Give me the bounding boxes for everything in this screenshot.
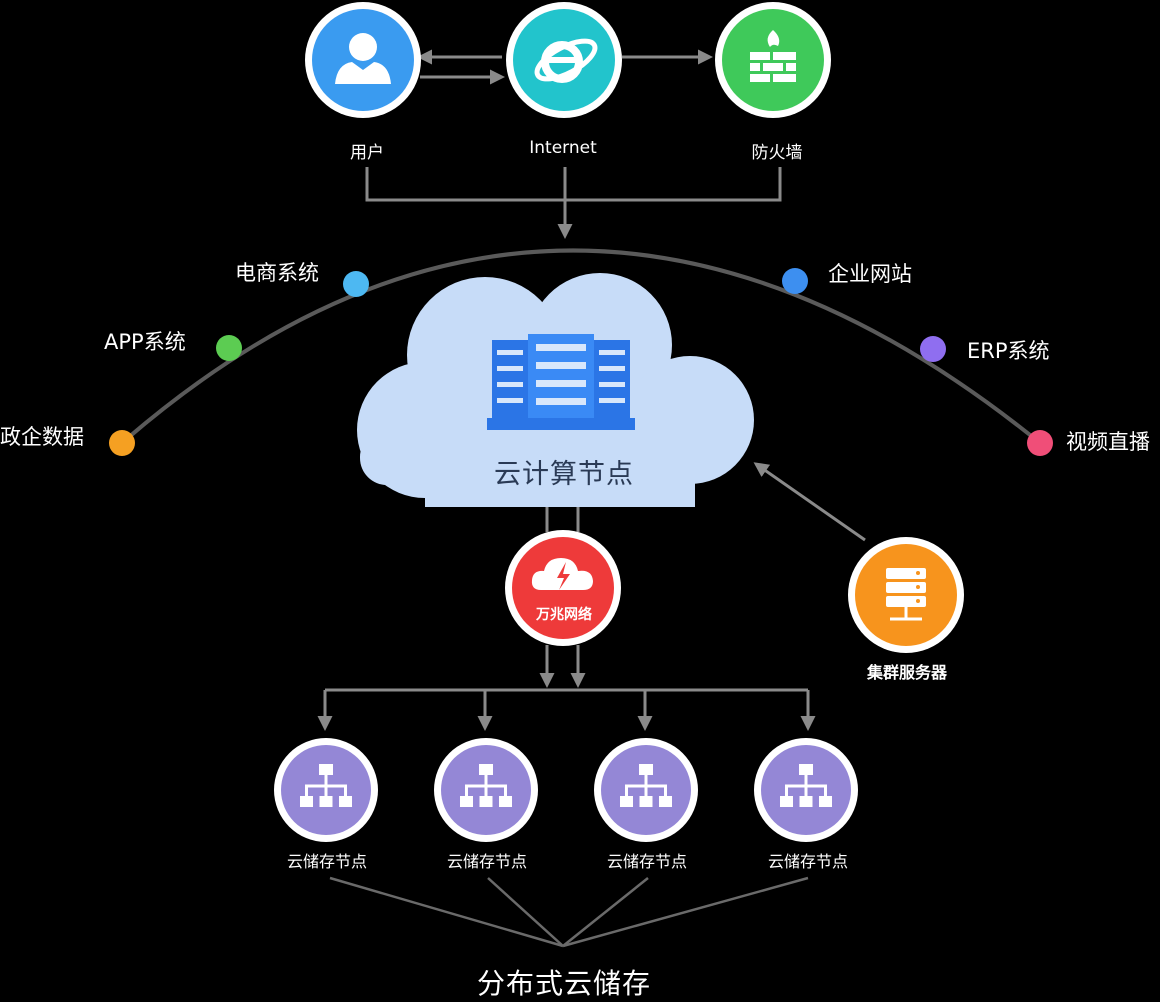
hierarchy-icon [780, 764, 832, 807]
storage-label-2: 云储存节点 [446, 852, 528, 871]
gov-data-label: 政企数据 [0, 425, 84, 449]
internet-node [506, 2, 622, 118]
storage-merge-lines [329, 876, 809, 948]
arc-dot-app [216, 335, 242, 361]
firewall-node [715, 2, 831, 118]
server-rack-icon [487, 334, 635, 430]
arc-dot-website [782, 268, 808, 294]
top-connectors [365, 49, 782, 239]
distributed-storage-title: 分布式云储存 [476, 967, 652, 1000]
lightning-cloud-icon [531, 558, 593, 590]
arc-dot-ecommerce [343, 271, 369, 297]
storage-node-2 [434, 738, 538, 842]
cloud-node [357, 273, 754, 507]
arc-dot-live-video [1027, 430, 1053, 456]
storage-nodes [274, 738, 858, 842]
storage-label-1: 云储存节点 [286, 852, 368, 871]
website-label: 企业网站 [828, 262, 912, 286]
storage-node-1 [274, 738, 378, 842]
ecommerce-label: 电商系统 [235, 261, 319, 285]
service-arc [120, 248, 1042, 445]
arc-dot-gov-data [109, 430, 135, 456]
storage-label-4: 云储存节点 [767, 852, 849, 871]
cluster-label: 集群服务器 [866, 663, 948, 682]
internet-label: Internet [529, 138, 597, 158]
cluster-server-node [848, 537, 964, 653]
live-video-label: 视频直播 [1066, 430, 1150, 454]
storage-node-3 [594, 738, 698, 842]
user-icon [335, 33, 391, 84]
hierarchy-icon [620, 764, 672, 807]
arc-dot-erp [920, 336, 946, 362]
hierarchy-icon [460, 764, 512, 807]
user-node [305, 2, 421, 118]
hierarchy-icon [300, 764, 352, 807]
user-label: 用户 [350, 143, 384, 163]
network-label: 万兆网络 [536, 607, 592, 623]
lower-connectors [317, 462, 866, 731]
firewall-label: 防火墙 [751, 143, 803, 163]
app-system-label: APP系统 [104, 330, 186, 354]
network-node [505, 530, 621, 646]
server-icon [886, 568, 926, 621]
internet-explorer-icon [534, 38, 598, 83]
cloud-title: 云计算节点 [494, 459, 634, 490]
erp-label: ERP系统 [967, 339, 1050, 363]
firewall-icon [750, 30, 796, 82]
storage-node-4 [754, 738, 858, 842]
storage-label-3: 云储存节点 [606, 852, 688, 871]
